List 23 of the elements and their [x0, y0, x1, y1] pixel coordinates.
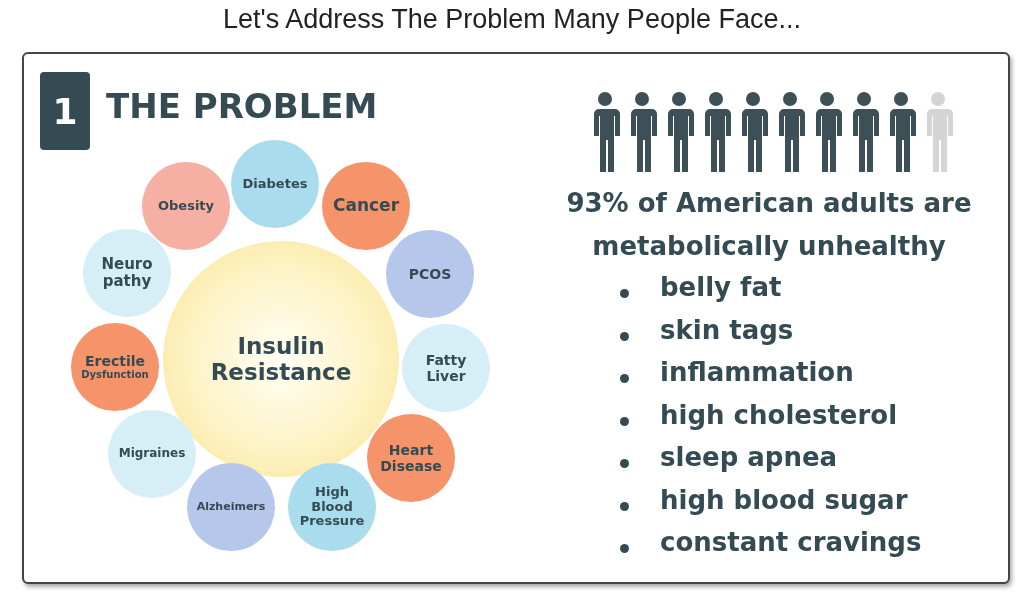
condition-circle: Diabetes	[231, 140, 319, 228]
condition-circle: High Blood Pressure	[288, 463, 376, 551]
condition-circle: PCOS	[386, 230, 474, 318]
condition-circle: Fatty Liver	[402, 324, 490, 412]
step-number: 1	[40, 72, 90, 150]
page-title: Let's Address The Problem Many People Face...	[222, 4, 802, 35]
condition-subtext: Dysfunction	[81, 369, 149, 381]
section-heading: THE PROBLEM	[106, 86, 378, 126]
bullet-item: belly fat	[660, 272, 782, 302]
bullet-item: skin tags	[660, 314, 794, 345]
condition-circle: Neuro pathy	[83, 229, 171, 317]
bullet-item: inflammation	[660, 357, 854, 387]
condition-circle: Alzheimers	[187, 463, 275, 551]
condition-circle: Obesity	[142, 162, 230, 250]
bullet-item: high blood sugar	[660, 484, 908, 515]
bullet-item: sleep apnea	[660, 442, 838, 472]
condition-circle: Cancer	[322, 162, 410, 250]
card-panel	[22, 52, 1010, 584]
condition-name: Erectile	[84, 353, 145, 370]
condition-circle: Heart Disease	[367, 414, 455, 502]
bullet-item: high cholesterol	[660, 399, 898, 430]
condition-circle: Migraines	[108, 410, 196, 498]
bullet-item: constant cravings	[660, 527, 922, 557]
